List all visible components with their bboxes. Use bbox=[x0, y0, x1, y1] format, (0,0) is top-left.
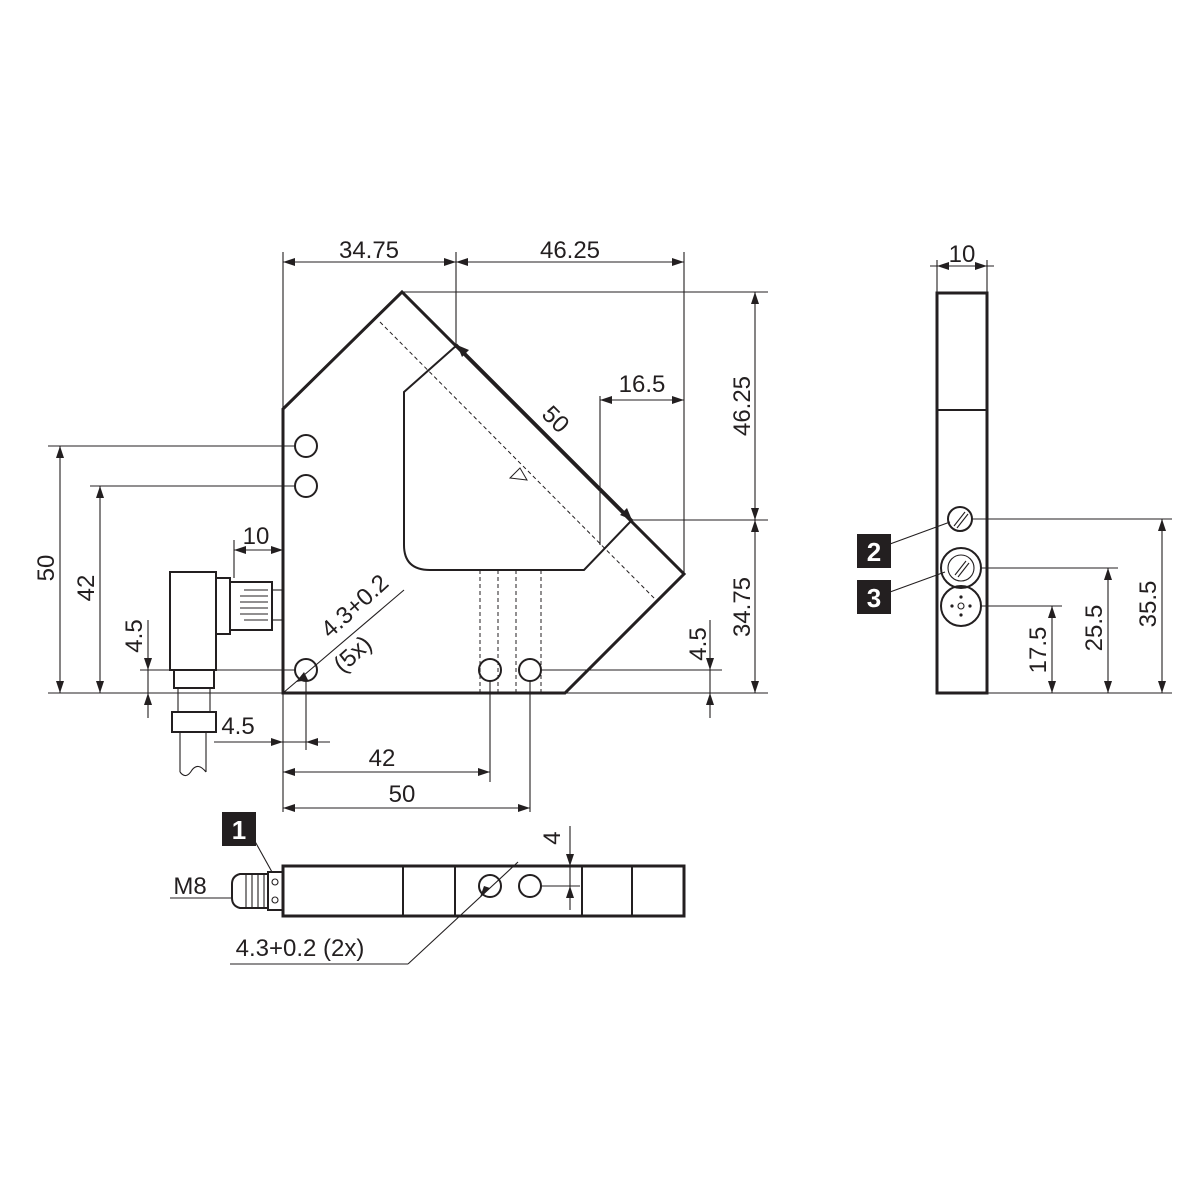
dim-connector-h: 4.5 bbox=[221, 713, 254, 740]
dim-right-hole: 4.5 bbox=[685, 627, 712, 660]
dim-hole-depth: 4 bbox=[539, 831, 566, 844]
dim-left-hole: 42 bbox=[73, 575, 100, 602]
dim-side-35: 35.5 bbox=[1135, 581, 1162, 628]
dim-right-lower: 34.75 bbox=[729, 577, 756, 637]
front-view: 34.75 46.25 50 16.5 46.25 34.75 4.5 bbox=[33, 237, 768, 812]
dim-bottom-50: 50 bbox=[389, 781, 416, 808]
bottom-view: M8 1 4 4.3+0.2 (2x) bbox=[170, 812, 686, 965]
dim-side-25: 25.5 bbox=[1081, 605, 1108, 652]
badge-3-label: 3 bbox=[867, 583, 881, 613]
badge-1-label: 1 bbox=[232, 815, 246, 845]
fork-opening bbox=[403, 343, 634, 571]
badge-2-label: 2 bbox=[867, 537, 881, 567]
side-body bbox=[935, 291, 989, 695]
m8-connector-bottom bbox=[231, 871, 283, 911]
badge-2 bbox=[857, 534, 891, 568]
sensor-body-outline bbox=[281, 289, 687, 695]
badge-1 bbox=[222, 812, 256, 846]
dim-side-17: 17.5 bbox=[1025, 627, 1052, 674]
dim-top-left: 34.75 bbox=[339, 237, 399, 264]
bottom-hole-1 bbox=[478, 874, 502, 898]
dim-notch: 16.5 bbox=[619, 371, 666, 398]
dim-side-width: 10 bbox=[949, 241, 976, 268]
badge-3 bbox=[857, 580, 891, 614]
dim-left-total: 50 bbox=[33, 555, 60, 582]
side-view: 10 35.5 25.5 17.5 2 3 bbox=[857, 241, 1172, 695]
dim-bottom-42: 42 bbox=[369, 745, 396, 772]
dim-connector-v: 4.5 bbox=[121, 619, 148, 652]
m8-connector-front bbox=[169, 571, 283, 777]
dim-bottom-hole-spec: 4.3+0.2 (2x) bbox=[236, 935, 365, 962]
connector-label: M8 bbox=[173, 873, 206, 900]
dim-top-right: 46.25 bbox=[540, 237, 600, 264]
optical-axis bbox=[379, 321, 657, 601]
dim-right-upper: 46.25 bbox=[729, 376, 756, 436]
dim-connector-length: 10 bbox=[243, 523, 270, 550]
